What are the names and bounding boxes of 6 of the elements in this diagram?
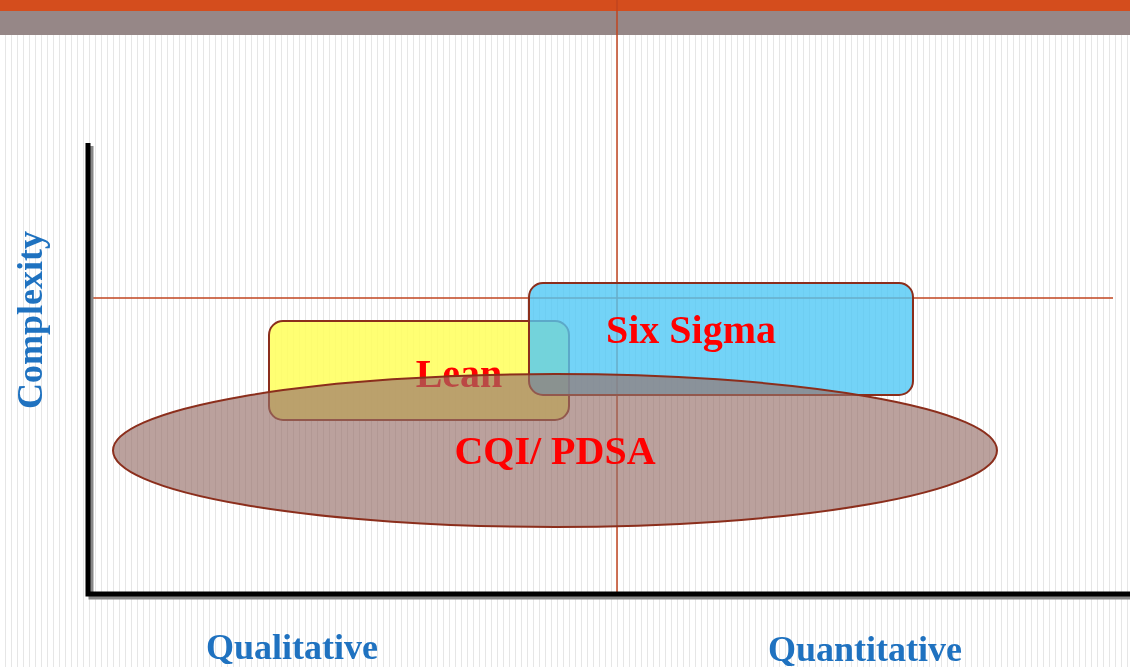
node-label: CQI/ PDSA [454,427,656,474]
axis-label: Qualitative [206,626,378,667]
axis-label: Quantitative [768,628,962,667]
axis-title: Complexity [9,231,51,409]
node-label: Six Sigma [605,305,776,353]
node-label: Lean [415,350,503,397]
